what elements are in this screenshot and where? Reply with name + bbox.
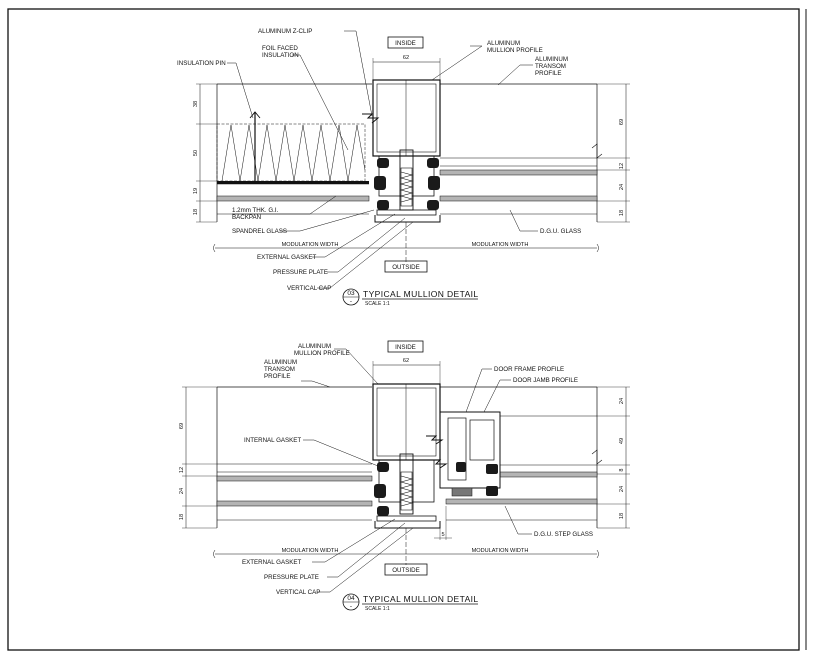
label-foil-1: FOIL FACED [262, 45, 298, 52]
detail-04: INSIDE OUTSIDE 62 [179, 340, 630, 612]
dim-right-b5: 18 [619, 513, 625, 519]
inside-label-2: INSIDE [395, 344, 416, 351]
label-vertical-cap: VERTICAL CAP [287, 285, 331, 292]
dgu-step-glass [499, 471, 598, 478]
backpan [217, 181, 369, 184]
outside-label-2: OUTSIDE [392, 567, 420, 574]
dim-left-b1: 69 [179, 423, 185, 429]
dim-left-b3: 24 [179, 488, 185, 494]
detail-number: 03 [347, 290, 355, 297]
label-ext-gasket: EXTERNAL GASKET [257, 254, 316, 261]
label-transom-3: PROFILE [535, 70, 561, 77]
door-frame-profile [426, 411, 501, 497]
label-backpan-1: 1.2mm THK. G.I. [232, 207, 279, 214]
label-mullion-2: MULLION PROFILE [487, 47, 543, 54]
dim-right-3: 24 [619, 184, 625, 190]
label-transom-1: ALUMINUM [535, 56, 568, 63]
label-transom-2: TRANSOM [535, 63, 566, 70]
insulation [216, 123, 366, 182]
mullion-profile-04 [372, 383, 441, 529]
label-spandrel: SPANDREL GLASS [232, 228, 287, 235]
detail-title: TYPICAL MULLION DETAIL [363, 289, 479, 299]
dim-left-1: 38 [193, 101, 199, 107]
dim-right-1: 69 [619, 119, 625, 125]
vertical-cap [374, 215, 441, 223]
mod-width-left: MODULATION WIDTH [282, 242, 339, 248]
inside-box [387, 36, 424, 49]
dgu-glass-left [216, 475, 373, 482]
dim-right-b3: 8 [619, 468, 625, 471]
dim-right-4: 18 [619, 210, 625, 216]
mod-width-right-2: MODULATION WIDTH [472, 548, 529, 554]
dim-left-4: 18 [193, 209, 199, 215]
dgu-glass [439, 169, 598, 176]
label-mullion-1: ALUMINUM [487, 40, 520, 47]
label-mullion-b2: MULLION PROFILE [294, 350, 350, 357]
label-door-jamb: DOOR JAMB PROFILE [513, 377, 578, 384]
width-dim: 62 [403, 55, 409, 61]
sheet-border [7, 8, 800, 651]
pressure-plate [376, 209, 437, 216]
small-dim: 5 [441, 532, 444, 538]
label-ext-gasket-2: EXTERNAL GASKET [242, 559, 301, 566]
label-dgu: D.G.U. GLASS [540, 228, 581, 235]
mullion-profile-03 [362, 79, 441, 223]
dim-right-b4: 24 [619, 486, 625, 492]
detail-03: INSIDE OUTSIDE 62 [177, 28, 630, 307]
label-vertical-cap-2: VERTICAL CAP [276, 589, 320, 596]
label-transom-b1: ALUMINUM [264, 359, 297, 366]
dim-left-3: 19 [193, 188, 199, 194]
label-pressure-plate: PRESSURE PLATE [273, 269, 328, 276]
detail-sheet: - [350, 298, 352, 305]
outside-label: OUTSIDE [392, 264, 420, 271]
label-transom-b3: PROFILE [264, 373, 290, 380]
label-foil-2: INSULATION [262, 52, 299, 59]
dim-left-b4: 18 [179, 514, 185, 520]
inside-box-2 [387, 340, 424, 353]
mod-width-left-2: MODULATION WIDTH [282, 548, 339, 554]
detail-sheet-2: - [350, 603, 352, 610]
label-door-frame: DOOR FRAME PROFILE [494, 366, 564, 373]
internal-gasket [377, 158, 389, 168]
dim-right-b1: 24 [619, 398, 625, 404]
detail-number-2: 04 [347, 595, 355, 602]
label-insulation-pin: INSULATION PIN [177, 60, 226, 67]
dim-right-2: 12 [619, 163, 625, 169]
label-dgu-step: D.G.U. STEP GLASS [534, 531, 593, 538]
dim-left-2: 50 [193, 150, 199, 156]
detail-title-2: TYPICAL MULLION DETAIL [363, 594, 479, 604]
label-internal-gasket: INTERNAL GASKET [244, 437, 301, 444]
dim-right-b2: 49 [619, 438, 625, 444]
label-transom-b2: TRANSOM [264, 366, 295, 373]
label-z-clip: ALUMINUM Z-CLIP [258, 28, 312, 35]
label-pressure-plate-2: PRESSURE PLATE [264, 574, 319, 581]
inside-label: INSIDE [395, 40, 416, 47]
width-dim-2: 62 [403, 358, 409, 364]
detail-scale-2: SCALE 1:1 [365, 606, 390, 612]
detail-scale: SCALE 1:1 [365, 301, 390, 307]
label-backpan-2: BACKPAN [232, 214, 261, 221]
label-mullion-b1: ALUMINUM [298, 343, 331, 350]
mod-width-right: MODULATION WIDTH [472, 242, 529, 248]
dim-left-b2: 12 [179, 467, 185, 473]
insulation-hatch [221, 124, 366, 182]
spandrel-glass [216, 195, 370, 202]
